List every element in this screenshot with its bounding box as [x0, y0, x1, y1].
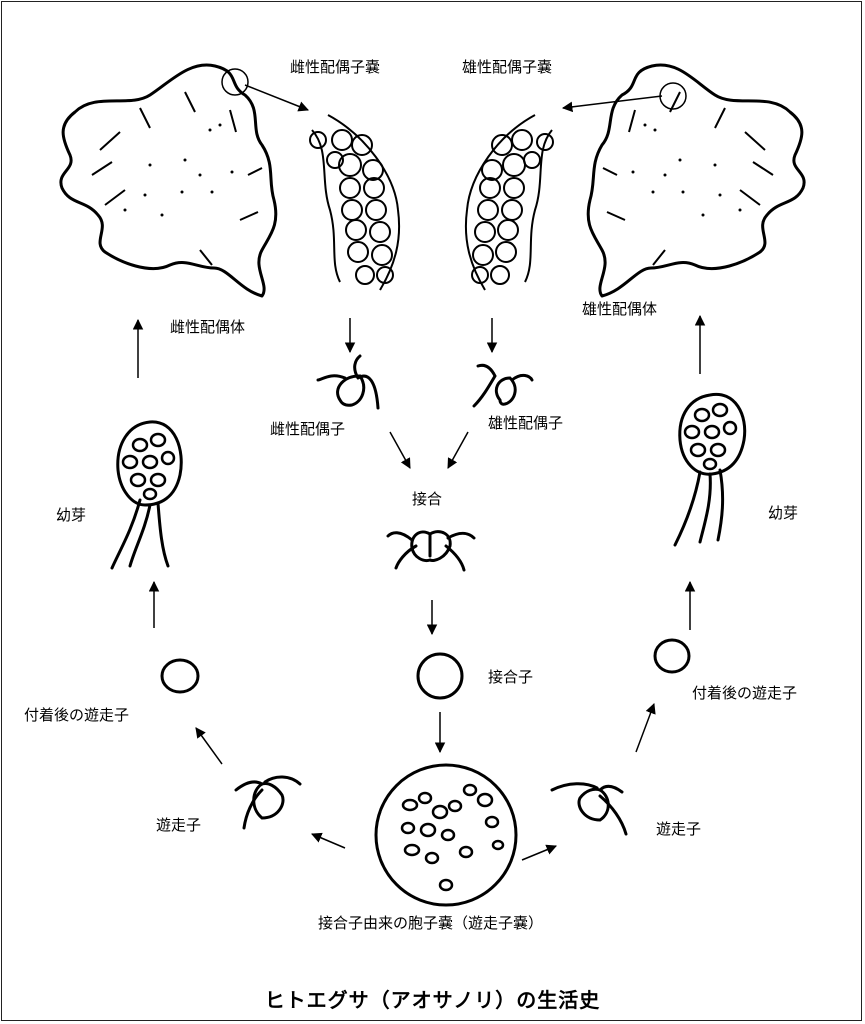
label-zoospore-left: 遊走子 [156, 816, 202, 834]
cycle-arrows [132, 84, 706, 861]
arrow-male-gamete-to-conjugation [447, 431, 469, 469]
settled-zoospore-left-cell [160, 658, 200, 694]
label-germling-right: 幼芽 [768, 504, 799, 522]
label-male-gamete: 雄性配偶子 [488, 414, 564, 432]
zoospore-right-cell [550, 782, 628, 836]
conjugation-cells [386, 530, 476, 572]
label-zoospore-right: 遊走子 [656, 820, 702, 838]
arrow-to-female-closeup [244, 84, 309, 112]
label-male-gametangium: 雄性配偶子嚢 [462, 58, 553, 76]
label-germling-left: 幼芽 [56, 506, 87, 524]
male-gametophyte-thallus [586, 63, 806, 298]
diagram-title: ヒトエグサ（アオサノリ）の生活史 [264, 988, 601, 1012]
arrow-to-male-closeup [561, 95, 663, 113]
label-female-gametophyte: 雌性配偶体 [170, 318, 246, 336]
zoospore-left-cell [234, 775, 302, 830]
male-thallus-dots [631, 123, 742, 217]
arrow-left-zoospore-to-settled [195, 727, 223, 765]
female-gametophyte-thallus [59, 63, 278, 298]
germling-left-cell [110, 420, 183, 570]
arrow-sporangium-to-right-zoospore [521, 844, 557, 861]
female-gamete [316, 354, 380, 410]
female-thallus-dots [123, 123, 234, 217]
label-female-gamete: 雌性配偶子 [270, 420, 346, 438]
label-zygote: 接合子 [488, 668, 534, 686]
label-settled-zoospore-left: 付着後の遊走子 [24, 706, 130, 724]
label-sporangium: 接合子由来の胞子嚢（遊走子嚢） [318, 914, 544, 932]
male-gamete [472, 363, 534, 408]
sporangium-cell [374, 763, 518, 907]
arrow-female-gamete-to-conjugation [389, 431, 411, 469]
settled-zoospore-right-cell [653, 638, 691, 674]
label-male-gametophyte: 雄性配偶体 [582, 300, 658, 318]
arrow-right-zoospore-to-settled [635, 703, 656, 753]
label-conjugation: 接合 [412, 490, 443, 508]
label-female-gametangium: 雌性配偶子嚢 [290, 58, 381, 76]
male-gametangium-closeup [464, 114, 554, 291]
arrow-sporangium-to-left-zoospore [311, 832, 346, 849]
germling-right-cell [673, 392, 747, 547]
female-gametangium-closeup [309, 114, 401, 291]
label-settled-zoospore-right: 付着後の遊走子 [692, 684, 798, 702]
zygote-cell [416, 652, 464, 700]
